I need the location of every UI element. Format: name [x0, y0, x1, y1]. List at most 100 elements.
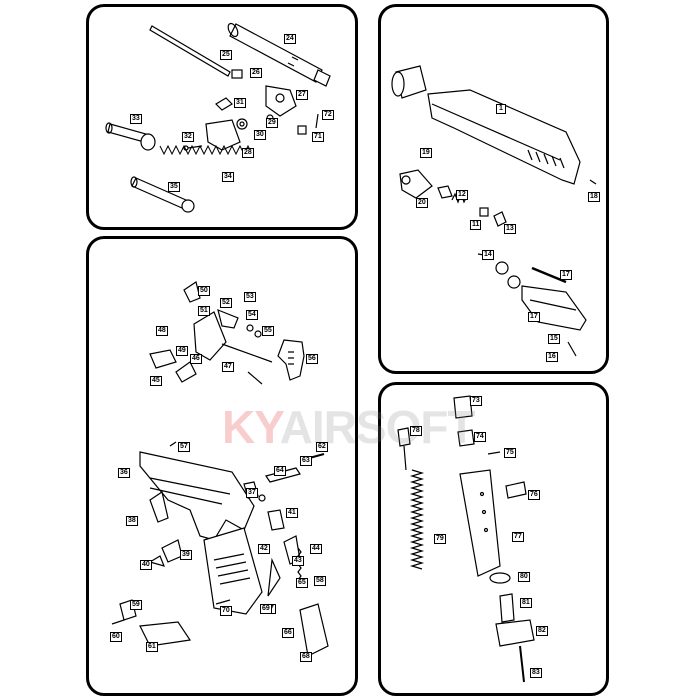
part-label: 16	[546, 352, 558, 362]
outer-barrel-24	[227, 22, 331, 87]
part-label: 31	[234, 98, 246, 108]
part-label: 76	[528, 490, 540, 500]
rubber-30	[236, 118, 248, 130]
part-label: 17	[560, 270, 572, 280]
recoil-spring-34	[159, 144, 253, 156]
o-ring-80	[489, 572, 511, 584]
grip-frame	[203, 527, 263, 615]
part-label: 24	[284, 34, 296, 44]
part-label: 60	[110, 632, 122, 642]
part-label: 79	[434, 534, 446, 544]
mag-lip-73	[453, 395, 473, 419]
part-label: 70	[220, 606, 232, 616]
part-label: 75	[504, 448, 516, 458]
part-label: 15	[548, 334, 560, 344]
mag-pin-75	[487, 451, 501, 455]
part-label: 78	[410, 426, 422, 436]
cylinder-parts	[437, 185, 507, 227]
bushing-26	[231, 69, 243, 79]
part-label: 57	[178, 442, 190, 452]
part-label: 19	[420, 148, 432, 158]
trigger-38	[149, 491, 169, 523]
part-label: 55	[262, 326, 274, 336]
inner-barrel-25	[149, 25, 231, 77]
screw-18	[589, 179, 597, 185]
part-label: 72	[322, 110, 334, 120]
part-label: 17	[528, 312, 540, 322]
part-label: 45	[150, 376, 162, 386]
part-label: 73	[470, 396, 482, 406]
part-label: 62	[316, 442, 328, 452]
nozzle-20	[399, 169, 433, 199]
part-label: 58	[314, 576, 326, 586]
part-label: 51	[198, 306, 210, 316]
part-label: 50	[198, 286, 210, 296]
part-label: 30	[254, 130, 266, 140]
part-label: 54	[246, 310, 258, 320]
grip-safety-56	[277, 339, 305, 381]
magazine-release-69-70	[215, 599, 329, 657]
block-71	[297, 125, 307, 135]
part-label: 42	[258, 544, 270, 554]
part-label: 13	[504, 224, 516, 234]
part-label: 74	[474, 432, 486, 442]
part-label: 68	[300, 652, 312, 662]
part-label: 36	[118, 468, 130, 478]
blowback-unit	[521, 285, 587, 331]
mag-spring-79	[409, 469, 425, 570]
part-label: 1	[496, 104, 506, 114]
part-label: 33	[130, 114, 142, 124]
part-label: 46	[190, 354, 202, 364]
part-label: 34	[222, 172, 234, 182]
part-label: 77	[512, 532, 524, 542]
chamber-28	[205, 119, 241, 151]
part-label: 18	[588, 192, 600, 202]
part-label: 52	[220, 298, 232, 308]
small-parts-39-40	[148, 539, 183, 567]
magazine-77	[459, 469, 501, 577]
part-label: 43	[292, 556, 304, 566]
mag-screw-83	[519, 645, 525, 683]
part-label: 28	[242, 148, 254, 158]
part-label: 29	[266, 118, 278, 128]
part-label: 82	[536, 626, 548, 636]
mainspring-housing-58-61	[111, 599, 192, 647]
part-label: 56	[306, 354, 318, 364]
mag-block-74	[457, 429, 475, 447]
mag-valve-76	[505, 481, 527, 499]
part-label: 71	[312, 132, 324, 142]
part-label: 48	[156, 326, 168, 336]
part-label: 20	[416, 198, 428, 208]
part-label: 44	[310, 544, 322, 554]
part-label: 32	[182, 132, 194, 142]
part-label: 27	[296, 90, 308, 100]
part-label: 37	[246, 488, 258, 498]
part-label: 40	[140, 560, 152, 570]
part-label: 47	[222, 362, 234, 372]
part-label: 35	[168, 182, 180, 192]
watermark-part1: KY	[222, 401, 281, 453]
part-label: 39	[180, 550, 192, 560]
part-label: 26	[250, 68, 262, 78]
follower-78	[397, 427, 411, 471]
part-label: 69	[260, 604, 272, 614]
part-label: 59	[130, 600, 142, 610]
part-label: 12	[456, 190, 468, 200]
rail-37	[169, 441, 177, 447]
barrel-bushing	[391, 65, 427, 99]
part-label: 11	[470, 220, 482, 230]
part-label: 25	[220, 50, 232, 60]
part-label: 65	[296, 578, 308, 588]
part-label: 61	[146, 642, 158, 652]
mag-base-81-82	[495, 593, 535, 647]
part-label: 38	[126, 516, 138, 526]
part-label: 63	[300, 456, 312, 466]
part-label: 66	[282, 628, 294, 638]
part-label: 81	[520, 598, 532, 608]
part-label: 41	[286, 508, 298, 518]
part-label: 80	[518, 572, 530, 582]
guide-rod-35	[130, 176, 195, 213]
part-label: 83	[530, 668, 542, 678]
part-label: 53	[244, 292, 256, 302]
